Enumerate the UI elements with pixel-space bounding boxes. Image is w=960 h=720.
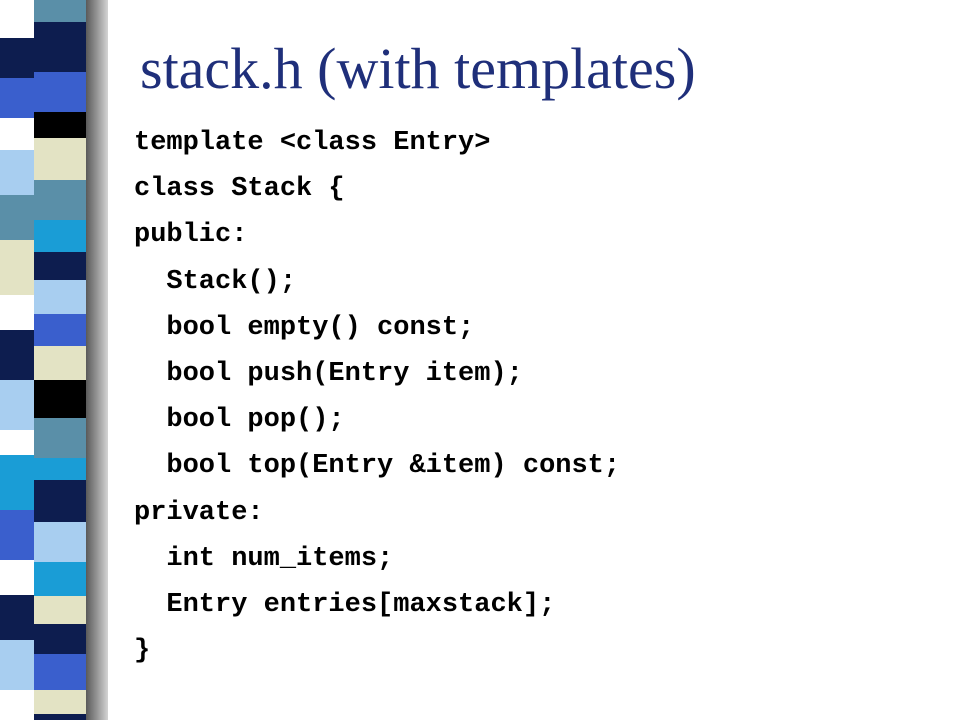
stripe-block (34, 418, 86, 458)
stripe-block (34, 42, 86, 72)
stripe-block (34, 380, 86, 418)
stripe-block (0, 455, 34, 510)
stripe-block (0, 640, 34, 690)
code-line: private: (134, 497, 264, 528)
stripe-block (34, 220, 86, 252)
code-line: bool empty() const; (134, 312, 475, 343)
stripe-block (34, 314, 86, 346)
stripe-block (0, 195, 34, 240)
code-line: template <class Entry> (134, 128, 491, 158)
stripe-block (34, 72, 86, 112)
stripe-block (34, 522, 86, 562)
stripe-block (34, 346, 86, 380)
stripe-block (0, 380, 34, 430)
stripe-block (34, 654, 86, 690)
stripe-block (0, 78, 34, 118)
code-line: public: (134, 220, 248, 251)
slide-title: stack.h (with templates) (140, 36, 696, 101)
stripe-block (34, 458, 86, 480)
code-line: Entry entries[maxstack]; (134, 589, 556, 620)
stripe-block (34, 624, 86, 654)
stripe-block (0, 150, 34, 195)
code-line: class Stack { (134, 174, 345, 205)
stripe-block (0, 595, 34, 640)
stripe-block (34, 714, 86, 720)
code-line: bool push(Entry item); (134, 358, 523, 389)
stripe-block (0, 510, 34, 560)
stripe-block (0, 240, 34, 295)
stripe-block (34, 280, 86, 314)
code-line: } (134, 636, 151, 667)
stripe-block (34, 180, 86, 220)
stripe-block (34, 22, 86, 42)
stripe-block (34, 252, 86, 280)
stripe-shadow (86, 0, 108, 720)
stripe-block (0, 38, 34, 78)
stripe-block (34, 0, 86, 22)
stripe-block (34, 138, 86, 180)
code-line: bool top(Entry &item) const; (134, 451, 621, 482)
stripe-block (34, 596, 86, 624)
code-line: int num_items; (134, 543, 394, 574)
code-line: Stack(); (134, 266, 297, 297)
stripe-block (34, 562, 86, 596)
stripe-block (34, 480, 86, 522)
code-line: bool pop(); (134, 405, 345, 436)
stripe-block (0, 330, 34, 380)
code-block: template <class Entry> class Stack { pub… (134, 120, 620, 674)
stripe-block (34, 112, 86, 138)
